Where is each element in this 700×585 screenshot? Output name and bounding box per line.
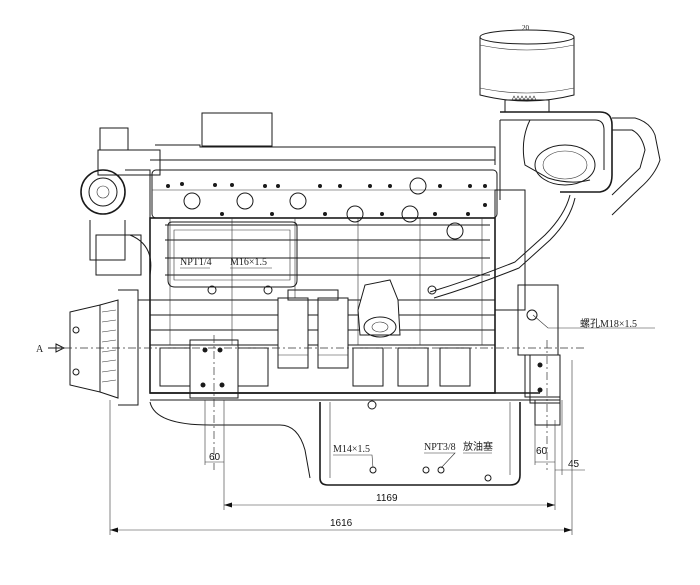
- dim-60-left: 60: [209, 452, 221, 463]
- label-m14: M14×1.5: [333, 444, 370, 455]
- label-filter-number: 20: [522, 24, 530, 32]
- centerline-a: A: [36, 343, 585, 355]
- intake-elbow: [499, 111, 661, 216]
- label-drain-plug: 放油塞: [463, 440, 493, 453]
- label-lifting-eye: 螺孔M18×1.5: [580, 318, 637, 330]
- turbocharger: [80, 127, 161, 276]
- dim-1616: 1616: [330, 518, 353, 529]
- annotations: NPT1/4 M16×1.5 螺孔M18×1.5 M14×1.5 NPT3/8 …: [180, 24, 655, 469]
- right-pipes: [429, 189, 576, 398]
- oil-filters: [277, 289, 349, 369]
- cover-plate: [167, 221, 298, 288]
- view-marker-a: A: [36, 344, 44, 355]
- dim-1169: 1169: [376, 493, 398, 504]
- valve-cover: [150, 112, 498, 219]
- crank-pulley: [69, 289, 151, 406]
- label-npt-quarter: NPT1/4: [180, 257, 212, 268]
- dim-60-right: 60: [536, 446, 548, 457]
- dim-45: 45: [568, 459, 580, 470]
- oil-pan: [149, 401, 521, 486]
- mount-brackets: [189, 335, 561, 470]
- label-npt-three-eighth: NPT3/8: [424, 442, 456, 453]
- fuel-pump: [357, 279, 401, 338]
- air-filter: [479, 29, 575, 113]
- fastener-holes: [166, 177, 543, 410]
- dimension-lines: 60 60 45 1169 1616: [109, 360, 585, 535]
- label-m16: M16×1.5: [230, 257, 267, 268]
